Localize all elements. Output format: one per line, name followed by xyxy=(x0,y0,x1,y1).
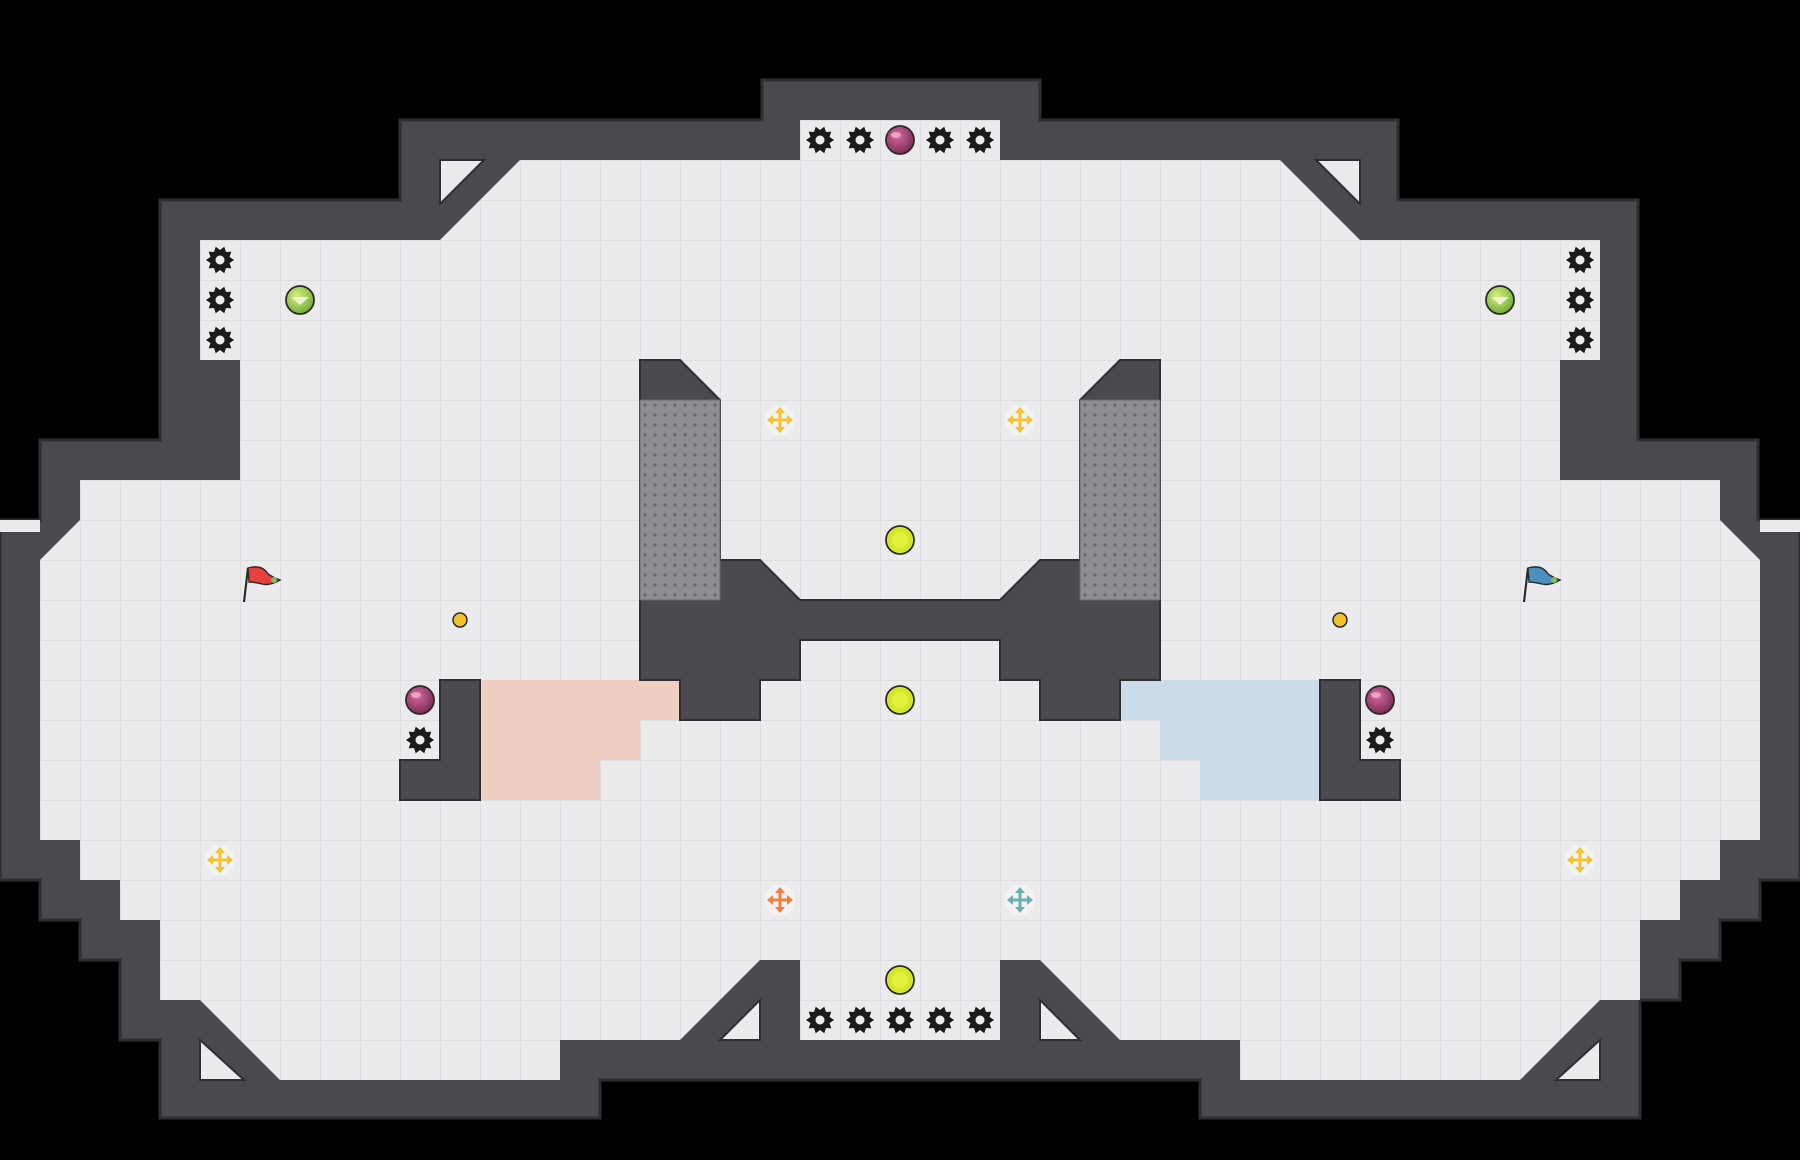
spike-icon xyxy=(806,126,834,154)
neutral-boost-pad-icon xyxy=(885,965,915,995)
red-team-zone xyxy=(480,680,680,800)
flags-layer xyxy=(242,566,1562,603)
notch-top-left xyxy=(439,159,487,207)
spike-icon xyxy=(1566,286,1594,314)
bomb-icon xyxy=(405,685,435,715)
neutral-boost-pad-icon xyxy=(885,685,915,715)
neutral-boost-pad-icon xyxy=(885,525,915,555)
spike-icon xyxy=(806,1006,834,1034)
bomb-icon xyxy=(1365,685,1395,715)
notch-bottom-right xyxy=(1553,1037,1601,1081)
boosts-layer xyxy=(285,285,1515,315)
powerup-spawn-icon xyxy=(765,405,795,435)
speed-boost-icon xyxy=(285,285,315,315)
edge-light-right xyxy=(1760,520,1800,532)
spike-icon xyxy=(206,246,234,274)
spike-icon xyxy=(406,726,434,754)
right-l-wall xyxy=(1319,679,1401,801)
boost-pads-layer xyxy=(885,525,915,995)
speed-boost-icon xyxy=(1485,285,1515,315)
spike-icon xyxy=(1566,326,1594,354)
spike-icon xyxy=(206,326,234,354)
red-flag-icon xyxy=(242,566,282,603)
blue-team-spawn-icon xyxy=(1005,885,1035,915)
notch-bottom-left xyxy=(199,1037,247,1081)
central-wall-structure xyxy=(639,359,1161,721)
notch-bottom-center-left xyxy=(717,997,761,1041)
left-grate-panel xyxy=(639,399,721,601)
spike-icon xyxy=(1566,246,1594,274)
button-icon xyxy=(1332,612,1348,628)
notch-top-right xyxy=(1313,159,1361,207)
button-icon xyxy=(452,612,468,628)
powerup-spawn-icon xyxy=(205,845,235,875)
spike-icon xyxy=(846,126,874,154)
powerups-layer xyxy=(205,405,1595,915)
spike-icon xyxy=(206,286,234,314)
spike-icon xyxy=(926,126,954,154)
red-team-spawn-icon xyxy=(765,885,795,915)
spike-icon xyxy=(966,126,994,154)
blue-team-zone xyxy=(1120,680,1320,800)
edge-light-left xyxy=(0,520,40,532)
corner-notches xyxy=(199,159,1601,1081)
powerup-spawn-icon xyxy=(1565,845,1595,875)
right-grate-panel xyxy=(1079,399,1161,601)
bombs-layer xyxy=(405,125,1395,715)
spike-icon xyxy=(886,1006,914,1034)
spike-icon xyxy=(1366,726,1394,754)
notch-bottom-center-right xyxy=(1039,997,1083,1041)
inner-walls xyxy=(399,359,1401,801)
spike-icon xyxy=(926,1006,954,1034)
blue-flag-icon xyxy=(1522,566,1562,603)
buttons-layer xyxy=(452,612,1348,628)
spikes-layer xyxy=(206,126,1594,1034)
powerup-spawn-icon xyxy=(1005,405,1035,435)
team-zones xyxy=(480,680,1320,800)
spike-icon xyxy=(846,1006,874,1034)
spike-icon xyxy=(966,1006,994,1034)
bomb-icon xyxy=(885,125,915,155)
left-l-wall xyxy=(399,679,481,801)
